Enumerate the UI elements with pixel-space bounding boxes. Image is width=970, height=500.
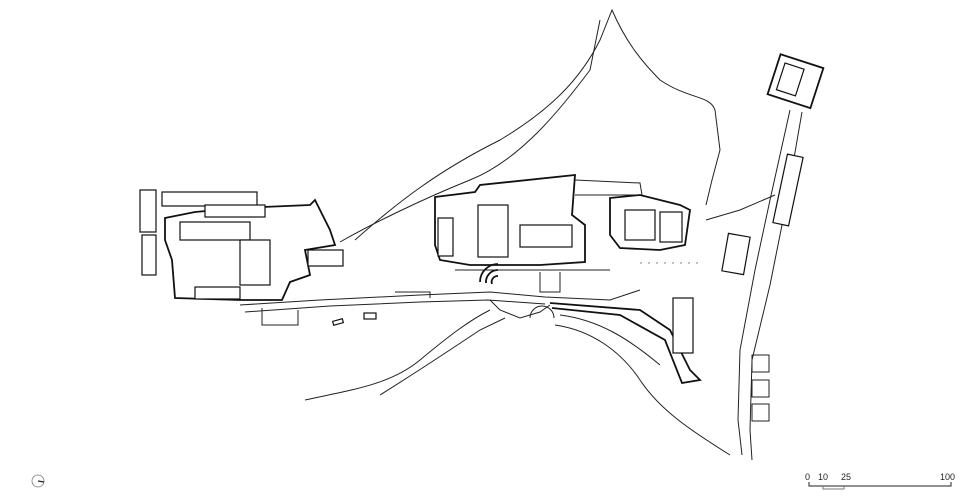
amphitheater-arcs (479, 263, 499, 285)
building-west-interior (239, 239, 271, 286)
building-west-terrace (261, 308, 299, 326)
building-south-east (672, 297, 694, 354)
parking-box-2 (751, 379, 770, 398)
north-arrow-icon (31, 474, 45, 488)
scale-label-10: 10 (818, 472, 829, 482)
scale-label-100: 100 (940, 472, 956, 482)
building-north-east (766, 53, 825, 110)
terrain-contour-north-inner (339, 19, 601, 243)
walkway-east (549, 302, 702, 385)
building-central-chapel (477, 204, 509, 258)
building-central-main (434, 173, 586, 266)
main-walkway (239, 289, 641, 306)
building-west-wing-north-2 (204, 204, 266, 218)
terrain-contour-south (304, 309, 491, 401)
building-west-wing-north (161, 191, 258, 207)
access-road (737, 109, 791, 456)
terrain-contour-north (354, 8, 721, 241)
parking-box-3 (751, 403, 770, 422)
building-west-south-wing (194, 286, 241, 300)
building-central-west (437, 217, 454, 257)
plaza-outline (395, 269, 610, 298)
building-west-annex (307, 249, 344, 267)
path-east (705, 194, 776, 221)
building-west-block (179, 221, 251, 241)
gate-detail (489, 299, 555, 319)
scale-label-0: 0 (805, 472, 811, 482)
parking-box-1 (751, 354, 770, 373)
building-west-stair-1 (139, 189, 157, 233)
small-structure-2 (363, 312, 377, 320)
terrain-contour-south-2 (379, 317, 506, 396)
main-walkway-lower (244, 299, 546, 313)
building-central-north-wing (574, 179, 643, 196)
terrain-contour-south-3 (554, 324, 731, 456)
scale-bar (808, 482, 952, 490)
terrain-contour-south-4 (559, 314, 661, 366)
building-east-wing (659, 211, 683, 243)
scale-label-25: 25 (841, 472, 852, 482)
building-linear-east (772, 153, 804, 227)
building-east-courtyard (609, 194, 691, 251)
building-east-court (624, 209, 656, 241)
building-central-east (519, 224, 573, 248)
small-structure-1 (331, 318, 345, 326)
building-east-small (721, 232, 751, 276)
building-north-east-inner (775, 62, 805, 97)
building-west-stair-2 (141, 234, 157, 276)
